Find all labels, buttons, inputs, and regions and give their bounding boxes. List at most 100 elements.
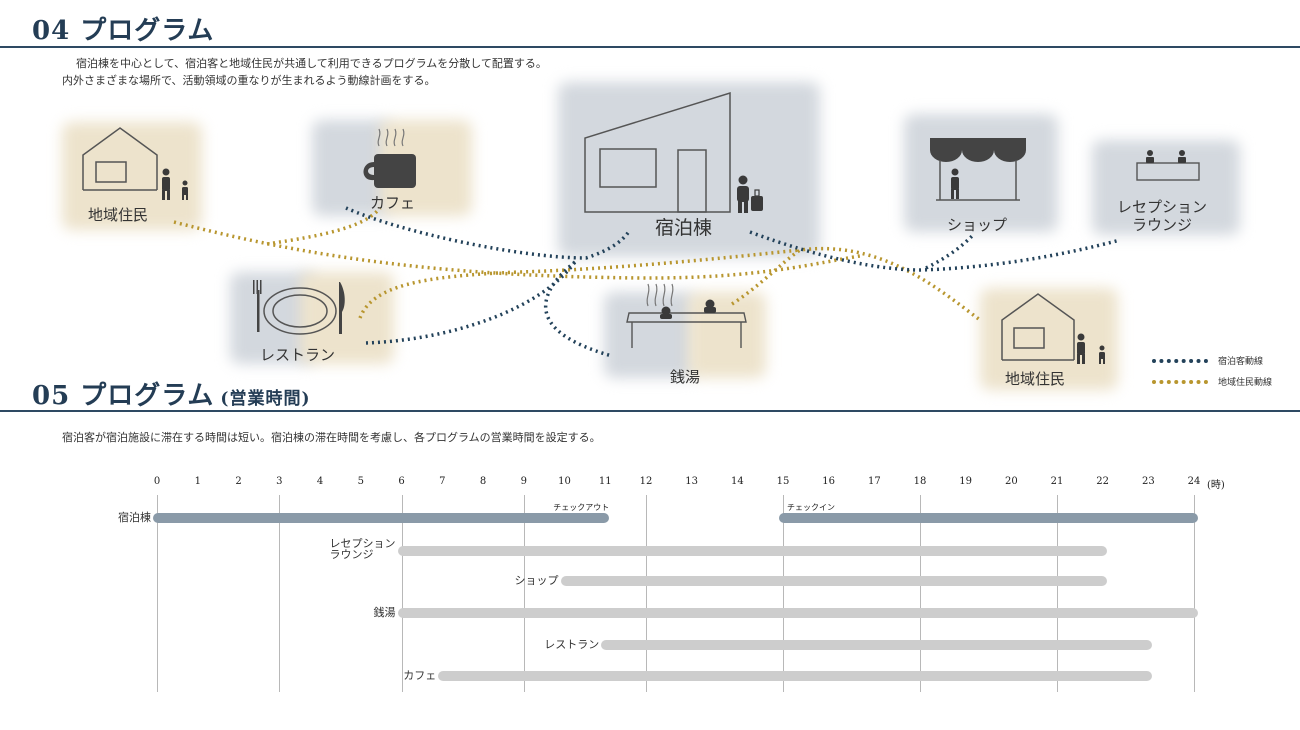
hour-tick-label: 21 xyxy=(1050,476,1064,487)
suitcase-icon xyxy=(751,189,763,211)
schedule-row-label: レセプションラウンジ xyxy=(330,538,396,560)
residents-right-bg xyxy=(980,288,1118,390)
hour-tick-label: 15 xyxy=(776,476,790,487)
hour-tick-label: 8 xyxy=(479,476,487,487)
child-icon xyxy=(1099,345,1105,364)
hour-unit-label: (時) xyxy=(1207,480,1225,491)
stay-bar-note: チェックイン xyxy=(787,503,835,512)
hour-gridline xyxy=(157,495,158,692)
program-hours-bar xyxy=(397,608,1198,618)
hour-tick-label: 16 xyxy=(822,476,836,487)
residents-right-label: 地域住民 xyxy=(1005,370,1066,388)
hour-tick-label: 19 xyxy=(959,476,973,487)
guest-route xyxy=(345,206,632,260)
person-icon xyxy=(1077,333,1085,364)
section4-number: 04 xyxy=(32,16,71,46)
hour-tick-label: 10 xyxy=(558,476,571,487)
hour-gridline xyxy=(279,495,280,692)
reception-label-line2: ラウンジ xyxy=(1132,216,1193,234)
reception-label-line1: レセプション xyxy=(1117,198,1208,216)
resident-route-lines xyxy=(173,206,982,322)
schedule-row-label: カフェ xyxy=(403,669,437,682)
legend-resident-route: 地域住民動線 xyxy=(1152,375,1272,388)
house-icon xyxy=(1001,293,1075,361)
child-icon xyxy=(182,180,188,200)
hour-gridline xyxy=(1057,495,1058,692)
hour-tick-label: 1 xyxy=(194,476,201,487)
hour-tick-label: 9 xyxy=(520,476,527,487)
section4-name: プログラム xyxy=(80,16,215,46)
section4-desc-line1: 宿泊棟を中心として、宿泊客と地域住民が共通して利用できるプログラムを分散して配置… xyxy=(76,57,547,70)
legend-guest-label: 宿泊客動線 xyxy=(1218,357,1264,367)
stay-bar xyxy=(153,513,610,523)
reception-bg xyxy=(1092,140,1240,235)
lodging-bg xyxy=(558,82,820,257)
reception-desk-icon xyxy=(1136,162,1200,181)
hour-tick-label: 11 xyxy=(598,476,612,487)
legend-guest-swatch xyxy=(1152,358,1208,363)
schedule-row-label-line2: ラウンジ xyxy=(329,548,374,561)
program-hours-bar xyxy=(601,640,1153,650)
section5-desc: 宿泊客が宿泊施設に滞在する時間は短い。宿泊棟の滞在時間を考慮し、各プログラムの営… xyxy=(62,431,601,444)
section4-desc-line2: 内外さまざまな場所で、活動領域の重なりが生まれるよう動線計画をする。 xyxy=(62,74,436,87)
awning-icon xyxy=(930,138,1026,162)
coffee-cup-icon xyxy=(363,154,416,188)
hour-tick-label: 17 xyxy=(867,476,881,487)
hour-gridline xyxy=(402,495,403,692)
program-hours-bar xyxy=(560,576,1107,586)
resident-route xyxy=(173,220,861,280)
hour-tick-label: 22 xyxy=(1096,476,1110,487)
bathhouse-bg-blue xyxy=(604,292,696,378)
hour-tick-label: 3 xyxy=(276,476,283,487)
section5-subtitle: (営業時間) xyxy=(220,389,311,409)
hour-tick-label: 7 xyxy=(439,476,446,487)
legend-resident-swatch xyxy=(1152,379,1208,384)
plate-icon xyxy=(263,287,337,335)
section5-name: プログラム xyxy=(80,381,215,411)
schedule-row-label-line1: レセプション xyxy=(329,537,396,550)
hour-tick-label: 5 xyxy=(357,476,364,487)
hour-gridline xyxy=(524,495,525,692)
restaurant-label: レストラン xyxy=(260,346,336,364)
hour-gridline xyxy=(1194,495,1195,692)
bathhouse-label: 銭湯 xyxy=(670,368,701,386)
schedule-row-label: 銭湯 xyxy=(373,606,396,619)
hour-tick-label: 4 xyxy=(316,476,324,487)
guest-route-lines xyxy=(345,206,1121,358)
person-icon xyxy=(951,168,959,199)
steam-icon xyxy=(646,283,674,307)
legend-resident-label: 地域住民動線 xyxy=(1218,378,1273,388)
person-icon xyxy=(162,168,170,200)
hour-tick-label: 6 xyxy=(398,476,405,487)
hour-tick-label: 20 xyxy=(1004,476,1018,487)
program-hours-bar xyxy=(397,546,1107,556)
hour-gridline xyxy=(920,495,921,692)
schedule-row-label: 宿泊棟 xyxy=(118,511,151,524)
lodging-label: 宿泊棟 xyxy=(655,217,713,239)
resident-route xyxy=(731,246,982,322)
section5-rule xyxy=(0,410,1300,412)
stay-bar-note: チェックアウト xyxy=(553,503,610,512)
hour-gridline xyxy=(646,495,647,692)
hour-tick-label: 12 xyxy=(639,476,653,487)
hour-tick-label: 24 xyxy=(1187,476,1201,487)
bath-icon xyxy=(626,312,747,348)
building-icon xyxy=(584,91,731,213)
person-icon xyxy=(737,175,749,213)
hour-tick-label: 14 xyxy=(730,476,744,487)
hour-gridline xyxy=(783,495,784,692)
restaurant-bg-tan xyxy=(300,272,394,364)
house-icon xyxy=(82,127,158,191)
steam-icon xyxy=(377,128,405,147)
bathhouse-bg-tan xyxy=(688,292,766,378)
stay-bar xyxy=(779,513,1198,523)
guest-route xyxy=(365,260,577,345)
knife-icon xyxy=(339,282,345,334)
section5-number: 05 xyxy=(32,381,71,411)
legend-guest-route: 宿泊客動線 xyxy=(1152,354,1263,367)
program-diagram xyxy=(82,91,1200,364)
guest-route xyxy=(925,234,974,270)
section4-rule xyxy=(0,46,1300,48)
schedule-row-label: レストラン xyxy=(544,638,600,651)
residents-left-bg xyxy=(62,122,202,230)
